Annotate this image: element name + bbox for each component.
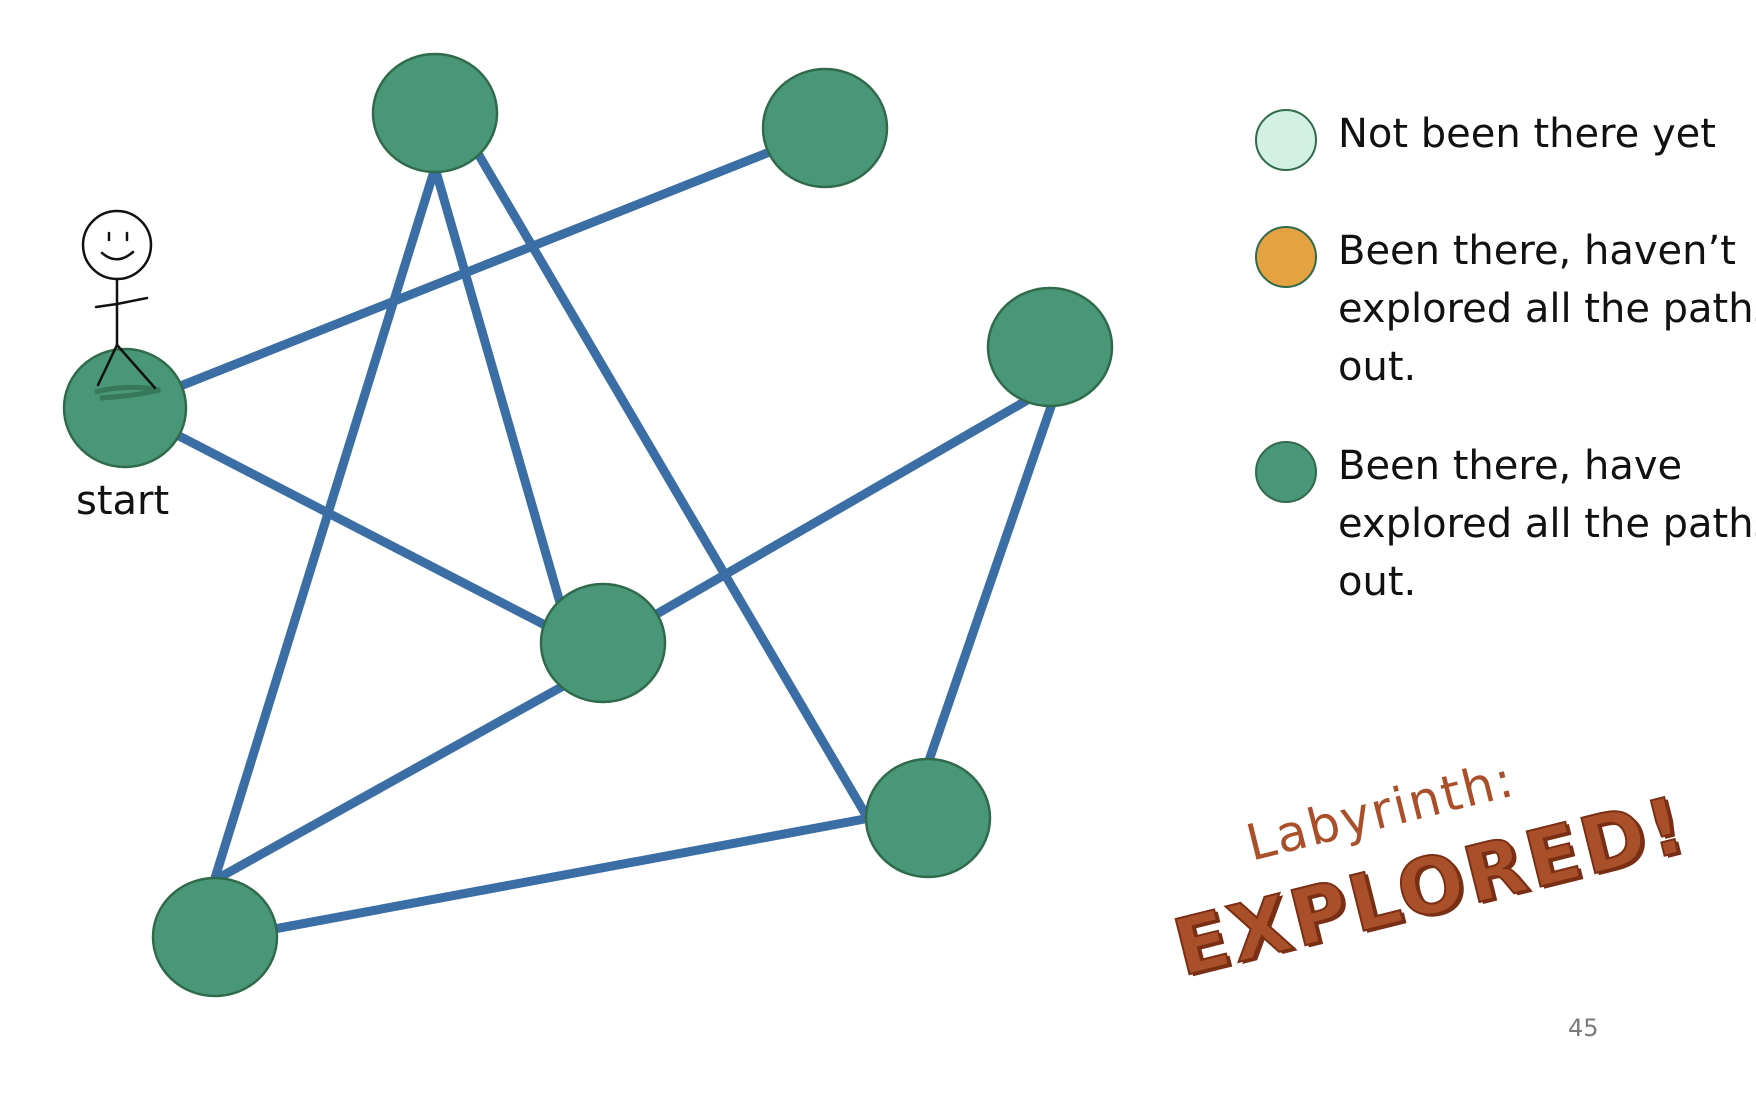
graph-edge (430, 163, 570, 625)
graph-node (864, 757, 992, 879)
graph-node (986, 286, 1114, 408)
legend-swatch-not-visited (1255, 109, 1317, 171)
graph-edges (120, 123, 1060, 945)
graph-node (371, 52, 499, 174)
graph-node (151, 876, 279, 998)
graph-edge (465, 135, 875, 827)
graph-nodes (62, 52, 1114, 998)
legend-item-explored: Been there, have explored all the paths … (1255, 437, 1756, 611)
graph-edge (210, 163, 440, 883)
graph-node-start (62, 347, 188, 469)
green-scribble (94, 384, 161, 401)
graph-edge (210, 680, 570, 885)
legend-item-not-visited: Not been there yet (1255, 105, 1756, 171)
start-label: start (76, 478, 170, 524)
legend-label: Not been there yet (1338, 111, 1716, 157)
legend-item-in-progress: Been there, haven’t explored all the pat… (1255, 222, 1756, 396)
graph-edge (920, 390, 1060, 777)
page-number: 45 (1568, 1014, 1599, 1042)
graph-edge (210, 813, 875, 945)
graph-edge (120, 403, 608, 660)
graph-edge (598, 382, 1055, 650)
legend-label: Been there, have explored all the paths … (1338, 443, 1756, 605)
graph-node (539, 582, 667, 704)
legend-swatch-explored (1255, 441, 1317, 503)
graph-edge (120, 123, 835, 413)
stick-figure-icon (81, 209, 157, 390)
graph-node (761, 67, 889, 189)
legend-label: Been there, haven’t explored all the pat… (1338, 228, 1756, 390)
labyrinth-graph (62, 52, 1114, 998)
legend-swatch-in-progress (1255, 226, 1317, 288)
